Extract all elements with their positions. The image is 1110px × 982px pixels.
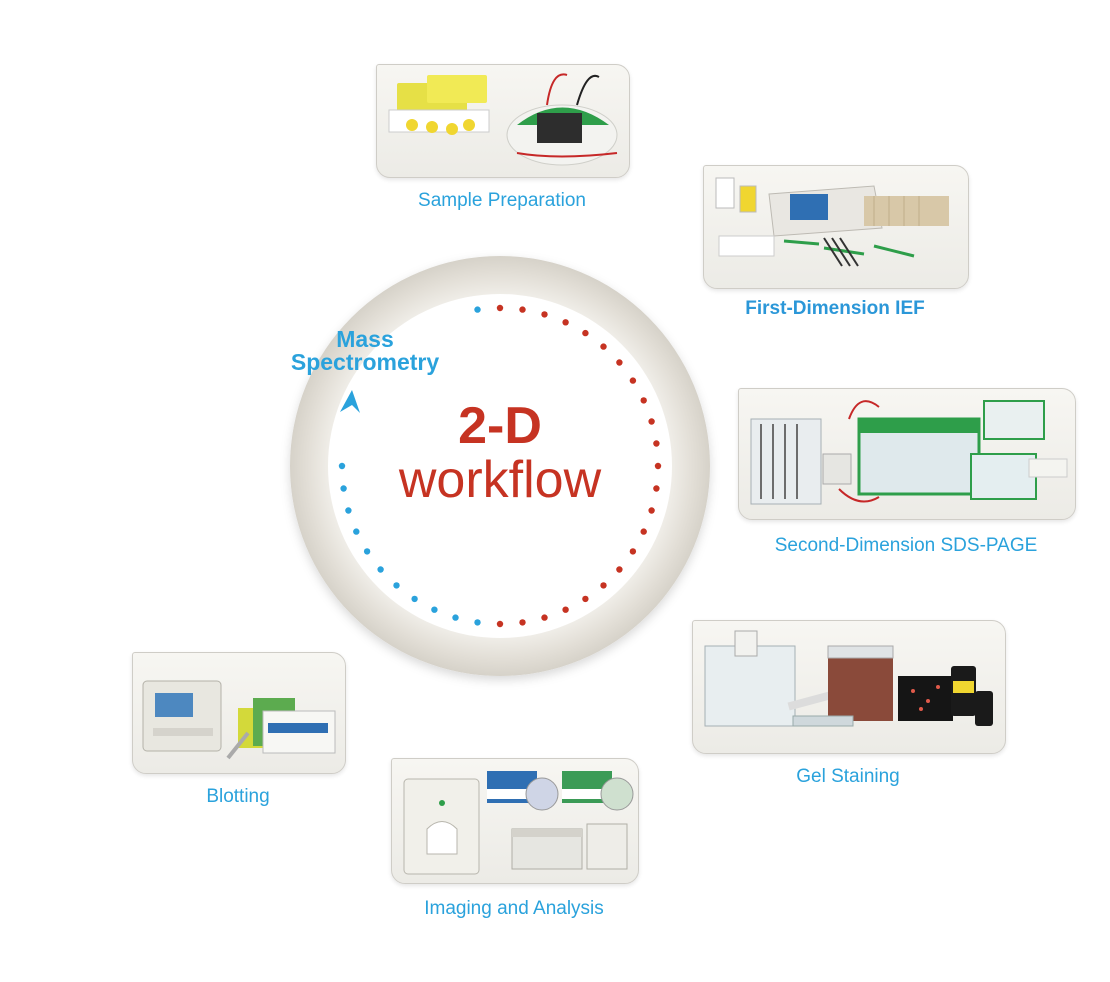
cycle-dot	[582, 329, 589, 337]
dotted-cycle	[338, 304, 662, 628]
first-dimension-ief-image	[715, 177, 949, 267]
inner-disc	[328, 294, 672, 638]
cycle-dot	[541, 311, 548, 318]
cycle-dot	[653, 485, 660, 492]
cycle-dot	[648, 507, 655, 514]
cycle-dot	[653, 440, 660, 447]
cycle-dot	[648, 418, 655, 425]
card-first-dimension-ief	[703, 165, 969, 289]
card-second-dimension-sds-page	[738, 388, 1076, 520]
sample-preparation-image	[388, 73, 618, 166]
cycle-dot	[562, 606, 569, 613]
cycle-dot	[629, 377, 637, 384]
cycle-dot	[562, 319, 569, 326]
cycle-dot	[616, 566, 623, 573]
label-first-dimension-ief: First-Dimension IEF	[745, 298, 925, 319]
mass-spectrometry-line1: Mass	[336, 326, 394, 352]
cycle-dot	[519, 306, 526, 313]
cycle-dot	[629, 548, 637, 555]
blotting-image	[142, 680, 336, 760]
cycle-dot	[640, 397, 647, 404]
cycle-dot	[340, 485, 347, 492]
label-mass-spectrometry: Mass Spectrometry	[270, 328, 460, 374]
cycle-dot	[363, 548, 371, 555]
cycle-dot	[353, 528, 360, 535]
card-gel-staining	[692, 620, 1006, 754]
cycle-dot	[431, 606, 438, 613]
label-sample-preparation: Sample Preparation	[418, 190, 586, 211]
arrow-head-icon	[340, 390, 360, 413]
label-gel-staining: Gel Staining	[796, 766, 900, 787]
label-second-dimension-sds-page: Second-Dimension SDS-PAGE	[774, 535, 1038, 556]
card-sample-preparation	[376, 64, 630, 178]
cycle-dot	[411, 595, 418, 603]
imaging-and-analysis-image	[403, 771, 634, 875]
cycle-dot	[600, 343, 607, 350]
cycle-dot	[582, 595, 589, 603]
cycle-dot	[496, 304, 504, 312]
cycle-dot	[338, 462, 346, 470]
cycle-dot	[519, 619, 526, 626]
cycle-dot	[474, 306, 481, 313]
cycle-dot	[474, 619, 481, 626]
cycle-dot	[654, 462, 662, 470]
center-title-2d: 2-D	[458, 397, 542, 455]
cycle-dot	[616, 359, 623, 366]
cycle-dot	[600, 582, 607, 589]
cycle-dot	[541, 614, 548, 621]
label-blotting: Blotting	[206, 786, 270, 807]
cycle-dot	[377, 566, 384, 573]
second-dimension-sds-page-image	[750, 400, 1068, 505]
cycle-dot	[640, 528, 647, 535]
card-blotting	[132, 652, 346, 774]
label-imaging-and-analysis: Imaging and Analysis	[424, 898, 604, 919]
mass-spectrometry-line2: Spectrometry	[290, 349, 440, 375]
cycle-dot	[452, 614, 459, 621]
cycle-dot	[496, 620, 504, 628]
cycle-dot	[345, 507, 352, 514]
gel-staining-image	[704, 630, 993, 727]
center-title-workflow: workflow	[398, 451, 602, 509]
cycle-dot	[393, 582, 400, 589]
card-imaging-and-analysis	[391, 758, 639, 884]
